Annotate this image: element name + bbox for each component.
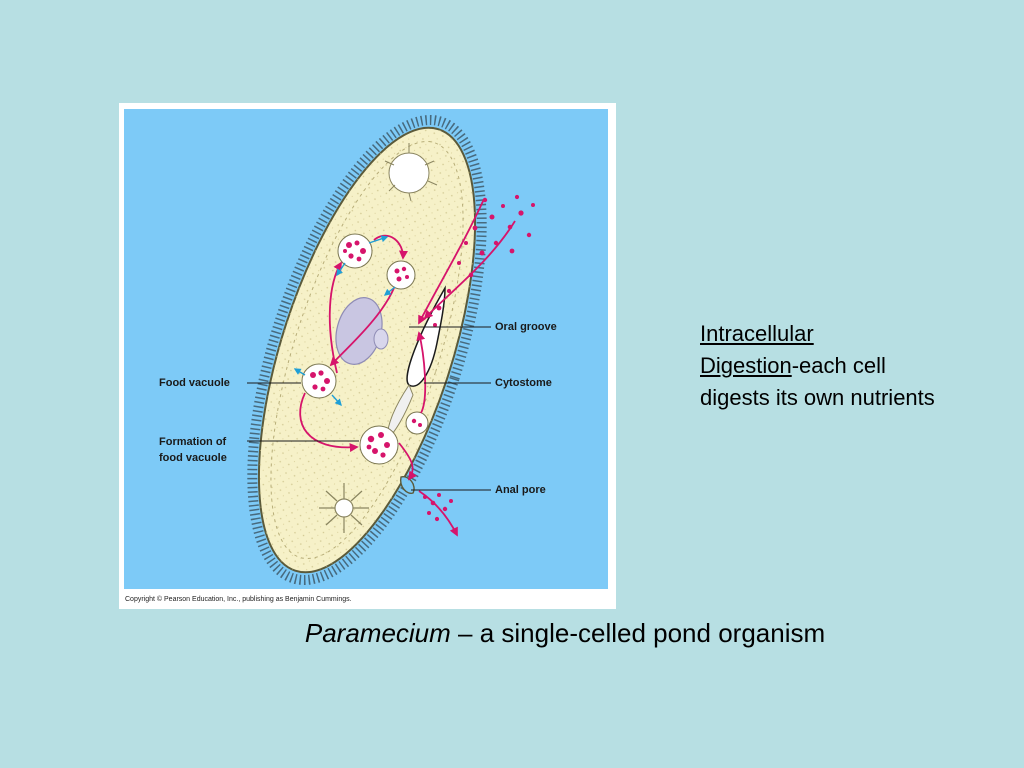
label-oral-groove: Oral groove xyxy=(495,321,557,333)
caption-paramecium: Paramecium xyxy=(304,618,451,648)
anal-pore-shape xyxy=(399,476,415,494)
blue-arrows xyxy=(293,235,396,407)
food-particles xyxy=(310,194,535,522)
label-cytostome: Cytostome xyxy=(495,377,552,389)
note-line2: Digestion-each cell xyxy=(700,350,935,382)
copyright-notice: Copyright © Pearson Education, Inc., pub… xyxy=(125,596,352,603)
label-anal-pore: Anal pore xyxy=(495,484,546,496)
food-vacuoles xyxy=(301,233,429,465)
term-intracellular: Intracellular xyxy=(700,321,814,346)
slide-caption: Paramecium – a single-celled pond organi… xyxy=(0,618,1024,649)
leader-lines xyxy=(247,326,491,491)
cilia xyxy=(247,114,487,586)
caption-description: – a single-celled pond organism xyxy=(450,618,826,648)
paramecium-diagram xyxy=(124,109,608,589)
label-formation-line2: food vacuole xyxy=(159,452,227,464)
note-line1: Intracellular xyxy=(700,318,935,350)
label-food-vacuole: Food vacuole xyxy=(159,377,230,389)
term-digestion: Digestion xyxy=(700,353,792,378)
label-formation-of-food-vacuole: Formation of food vacuole xyxy=(159,434,227,466)
paramecium-figure: Food vacuole Formation of food vacuole O… xyxy=(119,103,616,609)
label-formation-line1: Formation of xyxy=(159,436,227,448)
note-each-cell: -each cell xyxy=(791,353,886,378)
micronucleus xyxy=(373,328,389,350)
intracellular-digestion-note: Intracellular Digestion-each cell digest… xyxy=(700,318,935,414)
contractile-vacuole-top xyxy=(384,143,438,202)
note-line3: digests its own nutrients xyxy=(700,385,935,410)
contractile-vacuole-bottom xyxy=(319,483,369,533)
